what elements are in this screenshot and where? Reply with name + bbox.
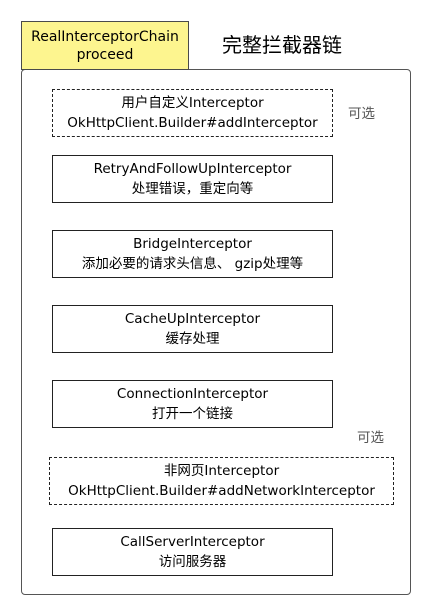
- stage-name: ConnectionInterceptor: [116, 386, 269, 402]
- optional-tag-network-interceptor: 可选: [357, 430, 384, 446]
- stage-name: 用户自定义Interceptor: [121, 95, 264, 111]
- stage-retry-follow-up: RetryAndFollowUpInterceptor 处理错误，重定向等: [52, 155, 333, 203]
- stage-description: 缓存处理: [165, 331, 220, 347]
- stage-name: BridgeInterceptor: [133, 236, 252, 252]
- stage-name: 非网页Interceptor: [163, 463, 280, 479]
- stage-name: CallServerInterceptor: [120, 534, 265, 550]
- chain-method-name: proceed: [76, 46, 134, 63]
- stage-call-server: CallServerInterceptor 访问服务器: [52, 528, 333, 576]
- stage-description: OkHttpClient.Builder#addInterceptor: [67, 115, 318, 131]
- stage-cache: CacheUpInterceptor 缓存处理: [52, 305, 333, 353]
- stage-description: 处理错误，重定向等: [131, 181, 254, 197]
- stage-name: RetryAndFollowUpInterceptor: [93, 161, 292, 177]
- diagram-title: 完整拦截器链: [222, 33, 342, 57]
- chain-header-box: RealInterceptorChain proceed: [21, 21, 189, 70]
- stage-description: 添加必要的请求头信息、 gzip处理等: [81, 256, 304, 272]
- stage-network-interceptor: 非网页Interceptor OkHttpClient.Builder#addN…: [49, 457, 394, 505]
- interceptor-chain-frame: [21, 69, 411, 595]
- stage-description: 访问服务器: [158, 554, 227, 570]
- optional-tag-user-interceptor: 可选: [348, 106, 375, 122]
- chain-class-name: RealInterceptorChain: [31, 28, 179, 45]
- stage-bridge: BridgeInterceptor 添加必要的请求头信息、 gzip处理等: [52, 230, 333, 278]
- stage-user-interceptor: 用户自定义Interceptor OkHttpClient.Builder#ad…: [52, 89, 333, 137]
- stage-description: OkHttpClient.Builder#addNetworkIntercept…: [68, 483, 375, 499]
- stage-connection: ConnectionInterceptor 打开一个链接: [52, 380, 333, 428]
- stage-description: 打开一个链接: [152, 406, 233, 422]
- stage-name: CacheUpInterceptor: [124, 311, 261, 327]
